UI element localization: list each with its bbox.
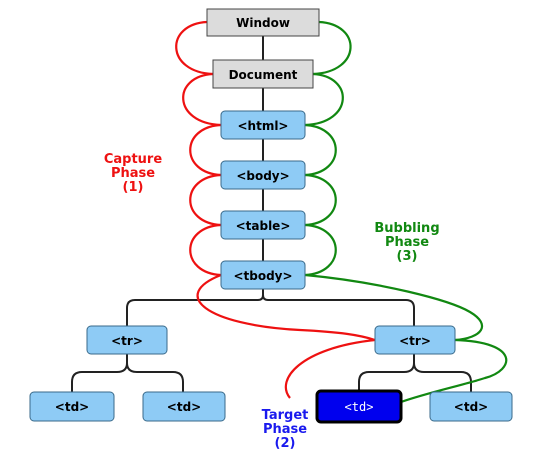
bubbling-arc-4 [304,173,337,227]
node-window-box [206,8,320,37]
node-td-1: <td> [29,391,115,422]
node-document-box [212,59,314,89]
node-body-box [220,160,306,190]
node-table: <table> [220,210,306,240]
bubbling-arc-2 [304,72,344,127]
connector-tr-td1 [71,354,128,392]
capture-arc-1 [175,20,214,76]
bubbling-label-line2: Phase [385,235,429,250]
node-window: Window [206,8,320,37]
bubbling-phase-label: Bubbling Phase (3) [374,221,439,264]
node-window-label: Window [236,16,290,30]
node-tr-left-box [86,325,168,355]
bubbling-arc-7 [400,338,508,404]
node-td-target: <td> [315,389,403,424]
capture-arc-6 [196,273,376,342]
node-tr-left-label: <tr> [111,334,143,348]
node-tbody: <tbody> [220,260,306,290]
node-td-4-box [429,391,513,422]
target-label-line2: Phase [263,422,307,437]
node-tr-right: <tr> [374,325,456,355]
node-tr-left: <tr> [86,325,168,355]
node-td-1-label: <td> [55,400,89,414]
connector-tr-td-target [358,354,415,392]
node-tbody-label: <tbody> [233,269,292,283]
capture-arc-5 [189,223,222,277]
target-label-line3: (2) [275,436,296,451]
node-tr-right-label: <tr> [399,334,431,348]
target-phase-label: Target Phase (2) [262,408,309,451]
node-td-2-label: <td> [167,400,201,414]
tree-connectors [71,36,472,392]
capture-arc-4 [189,173,222,227]
node-td-4-label: <td> [454,400,488,414]
node-body: <body> [220,160,306,190]
bubbling-arc-5 [304,223,337,277]
node-table-box [220,210,306,240]
node-tr-right-box [374,325,456,355]
target-label-line1: Target [262,408,309,423]
bubbling-arc-1 [312,20,352,76]
node-html: <html> [220,110,306,140]
capture-arc-7 [284,338,376,399]
connector-tr-td2 [126,354,184,392]
bubbling-arc-3 [304,123,337,177]
capture-phase-label: Capture Phase (1) [104,152,162,195]
connector-tr-td4 [413,354,472,392]
capture-label-line3: (1) [123,180,144,195]
capture-label-line1: Capture [104,152,162,167]
node-td-4: <td> [429,391,513,422]
bubbling-label-line3: (3) [397,249,418,264]
node-document: Document [212,59,314,89]
capture-arc-2 [182,72,222,127]
capture-arrows [175,20,376,399]
node-document-label: Document [229,68,298,82]
node-html-label: <html> [237,119,288,133]
connector-tbody-tr-right [262,289,415,326]
bubbling-arc-6 [304,273,483,342]
connector-tbody-tr-left [126,289,264,326]
node-html-box [220,110,306,140]
bubbling-label-line1: Bubbling [374,221,439,236]
node-tbody-box [220,260,306,290]
bubbling-arrows [304,20,508,404]
node-td-2-box [142,391,226,422]
node-body-label: <body> [236,169,289,183]
node-td-2: <td> [142,391,226,422]
node-td-target-label: <td> [345,400,374,414]
capture-label-line2: Phase [111,166,155,181]
capture-arc-3 [189,123,222,177]
node-td-target-box [315,389,403,424]
node-table-label: <table> [236,219,291,233]
node-td-1-box [29,391,115,422]
